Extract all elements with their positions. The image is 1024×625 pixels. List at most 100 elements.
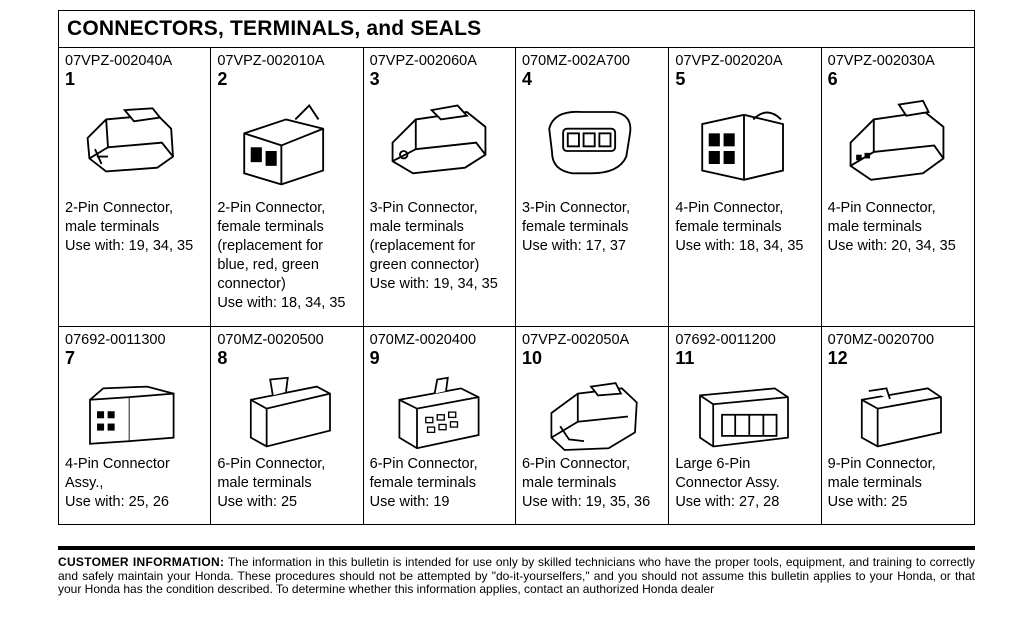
item-number: 6	[827, 69, 838, 89]
customer-information-notice: CUSTOMER INFORMATION: The information in…	[58, 546, 975, 597]
item-number: 1	[65, 69, 76, 89]
connector-illustration	[391, 104, 487, 175]
description-line: Use with: 19, 34, 35	[369, 276, 498, 292]
part-number: 070MZ-0020500	[217, 332, 324, 348]
item-number: 7	[65, 348, 76, 368]
description-line: female terminals	[675, 219, 782, 235]
connector-drawing	[374, 369, 504, 457]
connector-illustration	[550, 382, 638, 451]
connector-illustration	[250, 376, 332, 448]
connector-illustration	[699, 387, 790, 448]
item-number: 8	[217, 348, 228, 368]
description-line: Connector Assy.	[675, 475, 780, 491]
description-line: connector)	[217, 276, 286, 292]
description-line: blue, red, green	[217, 257, 319, 273]
connector-drawing	[374, 88, 504, 188]
part-number: 07VPZ-002050A	[521, 332, 630, 348]
connector-illustration	[89, 385, 175, 445]
description-line: Use with: 19	[369, 494, 450, 510]
item-number: 12	[827, 348, 848, 368]
item-number: 10	[521, 348, 543, 368]
connector-illustration	[860, 387, 942, 448]
connector-drawing	[832, 88, 962, 188]
description-line: 3-Pin Connector,	[369, 200, 478, 216]
part-number: 070MZ-002A700	[521, 53, 630, 69]
description-line: male terminals	[369, 219, 464, 235]
description-line: Large 6-Pin	[675, 456, 751, 472]
connector-illustration	[398, 376, 480, 450]
description-line: Assy.,	[65, 475, 104, 491]
description-line: Use with: 18, 34, 35	[217, 295, 346, 311]
description-line: 2-Pin Connector,	[217, 200, 326, 216]
description-line: 2-Pin Connector,	[65, 200, 174, 216]
description-line: Use with: 20, 34, 35	[827, 238, 956, 254]
description-line: female terminals	[521, 219, 629, 235]
description-line: 6-Pin Connector,	[369, 456, 478, 472]
item-description: 2-Pin Connector,female terminals(replace…	[217, 199, 361, 313]
item-number: 11	[675, 348, 695, 368]
description-line: 6-Pin Connector,	[217, 456, 326, 472]
description-line: Use with: 25	[217, 494, 298, 510]
description-line: 6-Pin Connector,	[521, 456, 630, 472]
item-description: 3-Pin Connector, male terminals (replaceme…	[370, 199, 514, 294]
description-line: Use with: 19, 35, 36	[521, 494, 651, 510]
part-number: 070MZ-0020400	[369, 332, 477, 348]
description-line: (replacement for	[217, 238, 323, 254]
item-number: 2	[217, 69, 228, 89]
description-line: Use with: 19, 34, 35	[65, 238, 194, 254]
description-line: male terminals	[521, 475, 617, 491]
part-number: 07VPZ-002030A	[827, 53, 935, 69]
catalog-title: CONNECTORS, TERMINALS, and SEALS	[59, 11, 974, 48]
description-line: male terminals	[65, 219, 160, 235]
description-line: green connector)	[369, 257, 480, 273]
part-number: 07VPZ-002010A	[217, 53, 325, 69]
description-line: Use with: 25, 26	[65, 494, 169, 510]
connector-drawing	[679, 88, 809, 188]
connector-drawing	[69, 88, 199, 188]
part-number: 07VPZ-002040A	[65, 53, 173, 69]
connector-drawing	[69, 369, 199, 457]
connector-catalog-table: CONNECTORS, TERMINALS, and SEALS 07VPZ-0…	[58, 10, 975, 525]
item-number: 9	[369, 348, 380, 368]
connector-drawing	[526, 369, 656, 457]
description-line: 3-Pin Connector,	[521, 200, 630, 216]
description-line: female terminals	[369, 475, 477, 491]
item-number: 5	[675, 69, 686, 89]
connector-drawing	[221, 88, 351, 188]
connector-drawing	[221, 369, 351, 457]
description-line: Use with: 18, 34, 35	[675, 238, 804, 254]
part-number: 070MZ-0020700	[827, 332, 935, 348]
notice-text: The information in this bulletin is inte…	[58, 555, 975, 596]
description-line: 4-Pin Connector,	[827, 200, 936, 216]
description-line: Use with: 27, 28	[675, 494, 780, 510]
description-line: male terminals	[217, 475, 312, 491]
item-number: 3	[369, 69, 380, 89]
item-number: 4	[521, 69, 532, 89]
description-line: (replacement for	[369, 238, 476, 254]
connector-drawing	[526, 88, 656, 188]
part-number: 07VPZ-002060A	[369, 53, 477, 69]
notice-label: CUSTOMER INFORMATION:	[58, 555, 225, 569]
